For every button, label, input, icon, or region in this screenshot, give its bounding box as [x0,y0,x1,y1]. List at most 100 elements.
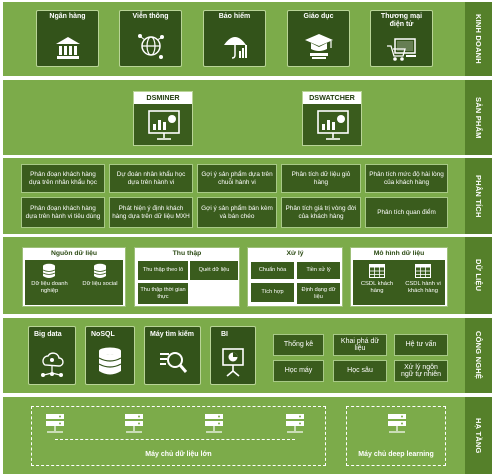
server-icon [388,414,406,433]
tech-method: Thống kê [273,334,324,356]
database-icon [93,263,107,278]
business-tile-education: Giáo dục [287,10,350,67]
big-data-server-group: Máy chủ dữ liệu lớn [31,406,326,466]
tech-method: Học máy [273,360,324,382]
layer-tab-data: DỮ LIỆU [465,237,492,314]
infra-layer-body: Máy chủ dữ liệu lớn Máy chủ deep learnin… [3,397,465,474]
business-tile-banking: Ngân hàng [36,10,99,67]
analysis-cell: Phân tích mức độ hài lòng của khách hàng [365,164,448,193]
layer-tab-label: SẢN PHẨM [474,96,483,139]
dashboard-chart-icon [317,110,349,140]
search-magnifier-icon [159,352,187,373]
data-source-label: Dữ liệu doanh nghiệp [31,281,68,294]
layer-tab-label: DỮ LIỆU [474,259,483,292]
server-icon [125,414,143,433]
connection-line [55,439,295,440]
analysis-cell: Phát hiện ý định khách hàng dựa trên dữ … [109,197,193,228]
bank-icon [55,37,80,59]
business-tile-label: Viễn thông [132,13,169,20]
layer-data: Nguồn dữ liệu Dữ liệu doanh nghiệp Dữ li… [3,237,492,314]
data-model-inner: CSDL khách hàng CSDL hành vi khách hàng [353,260,445,305]
panel-title: Thu thập [172,250,202,257]
presentation-board-icon [222,348,244,377]
layer-tab-label: HẠ TẦNG [474,417,483,454]
layer-tab-tech: CÔNG NGHỆ [465,318,492,393]
table-grid-icon [415,264,431,278]
tech-layer-body: Big data NoSQL Máy tìm kiếm [3,318,465,393]
process-item: Chuẩn hóa [251,262,294,279]
panel-title: Nguồn dữ liệu [50,250,98,257]
tech-method: Khai phá dữ liệu [333,334,387,356]
product-title: DSMINER [134,92,192,104]
business-tile-label: Giáo dục [303,13,334,20]
process-item: Tích hợp [251,283,294,302]
layer-tab-infra: HẠ TẦNG [465,397,492,474]
product-dswatcher: DSWATCHER [302,91,362,146]
layer-tab-analysis: PHÂN TÍCH [465,158,492,234]
analysis-cell: Phân đoạn khách hàng dựa trên nhân khẩu … [21,164,105,193]
tech-tile-big-data: Big data [28,326,76,385]
server-icon [286,414,304,433]
graduation-cap-icon [304,34,333,59]
telecom-globe-icon [137,34,164,59]
tech-tile-nosql: NoSQL [85,326,135,385]
layer-tab-product: SẢN PHẨM [465,80,492,155]
server-group-label: Máy chủ dữ liệu lớn [145,451,212,458]
deep-learning-server-group: Máy chủ deep learning [346,406,446,466]
business-layer-body: Ngân hàng Viễn thông [3,2,465,76]
layer-infra: Máy chủ dữ liệu lớn Máy chủ deep learnin… [3,397,492,474]
data-sources-inner: Dữ liệu doanh nghiệp Dữ liệu social [25,260,123,305]
cloud-network-icon [41,352,64,377]
tech-method: Học sâu [333,360,387,382]
process-item: Định dạng dữ liệu [297,283,340,304]
tech-tile-label: NoSQL [91,331,115,338]
analysis-cell: Phân tích dữ liệu giỏ hàng [281,164,361,193]
data-model-label: CSDL hành vi khách hàng [405,281,441,294]
data-model-label: CSDL khách hàng [360,281,394,294]
panel-title: Xử lý [286,250,304,257]
business-tile-label: Bảo hiểm [218,13,251,20]
business-tile-label: Ngân hàng [49,13,86,20]
tech-tile-label: BI [221,331,228,338]
dashboard-chart-icon [148,110,180,140]
product-dsminer: DSMINER [133,91,193,146]
tech-tile-label: Big data [34,331,62,338]
product-layer-body: DSMINER DSWATCHER [3,80,465,155]
analysis-cell: Phân tích quan điểm [365,197,448,228]
analysis-cell: Gợi ý sản phẩm dựa trên chuỗi hành vi [197,164,277,193]
business-tile-insurance: Bảo hiểm [203,10,266,67]
layer-tech: Big data NoSQL Máy tìm kiếm [3,318,492,393]
process-item: Tiền xử lý [297,262,340,279]
business-tile-ecommerce: Thương mại điện tử [370,10,433,67]
analysis-cell: Dự đoán nhân khẩu học dựa trên hành vi [109,164,193,193]
tech-tile-search-engine: Máy tìm kiếm [144,326,201,385]
analysis-cell: Gợi ý sản phẩm bán kèm và bán chéo [197,197,277,228]
server-icon [205,414,223,433]
layer-product: DSMINER DSWATCHER SẢ [3,80,492,155]
tech-method: Xử lý ngôn ngữ tự nhiên [394,360,448,382]
collect-item: Quét dữ liệu [190,261,238,280]
layer-tab-business: KINH DOANH [465,2,492,76]
data-process-panel: Xử lý Chuẩn hóa Tiền xử lý Tích hợp Định… [247,247,343,307]
table-grid-icon [369,264,385,278]
business-tile-label: Thương mại điện tử [380,13,423,28]
collect-item: Thu thập thời gian thực [138,283,188,304]
analysis-cell: Phân đoạn khách hàng dựa trên hành vi ti… [21,197,105,228]
database-icon [42,263,56,278]
panel-title: Mô hình dữ liệu [373,250,425,257]
layer-analysis: Phân đoạn khách hàng dựa trên nhân khẩu … [3,158,492,234]
ecommerce-cart-icon [386,38,416,61]
layer-tab-label: PHÂN TÍCH [474,174,483,218]
data-model-panel: Mô hình dữ liệu C [350,247,448,307]
tech-method: Hệ tư vấn [394,334,448,356]
tech-tile-bi: BI [210,326,256,385]
product-title: DSWATCHER [303,92,361,104]
layer-business: Ngân hàng Viễn thông [3,2,492,76]
data-layer-body: Nguồn dữ liệu Dữ liệu doanh nghiệp Dữ li… [3,237,465,314]
collect-item: Thu thập theo lô [138,261,188,280]
data-collect-panel: Thu thập Thu thập theo lô Quét dữ liệu T… [134,247,240,307]
data-sources-panel: Nguồn dữ liệu Dữ liệu doanh nghiệp Dữ li… [22,247,126,307]
layer-tab-label: CÔNG NGHỆ [474,331,483,380]
analysis-layer-body: Phân đoạn khách hàng dựa trên nhân khẩu … [3,158,465,234]
database-stack-icon [98,347,122,375]
